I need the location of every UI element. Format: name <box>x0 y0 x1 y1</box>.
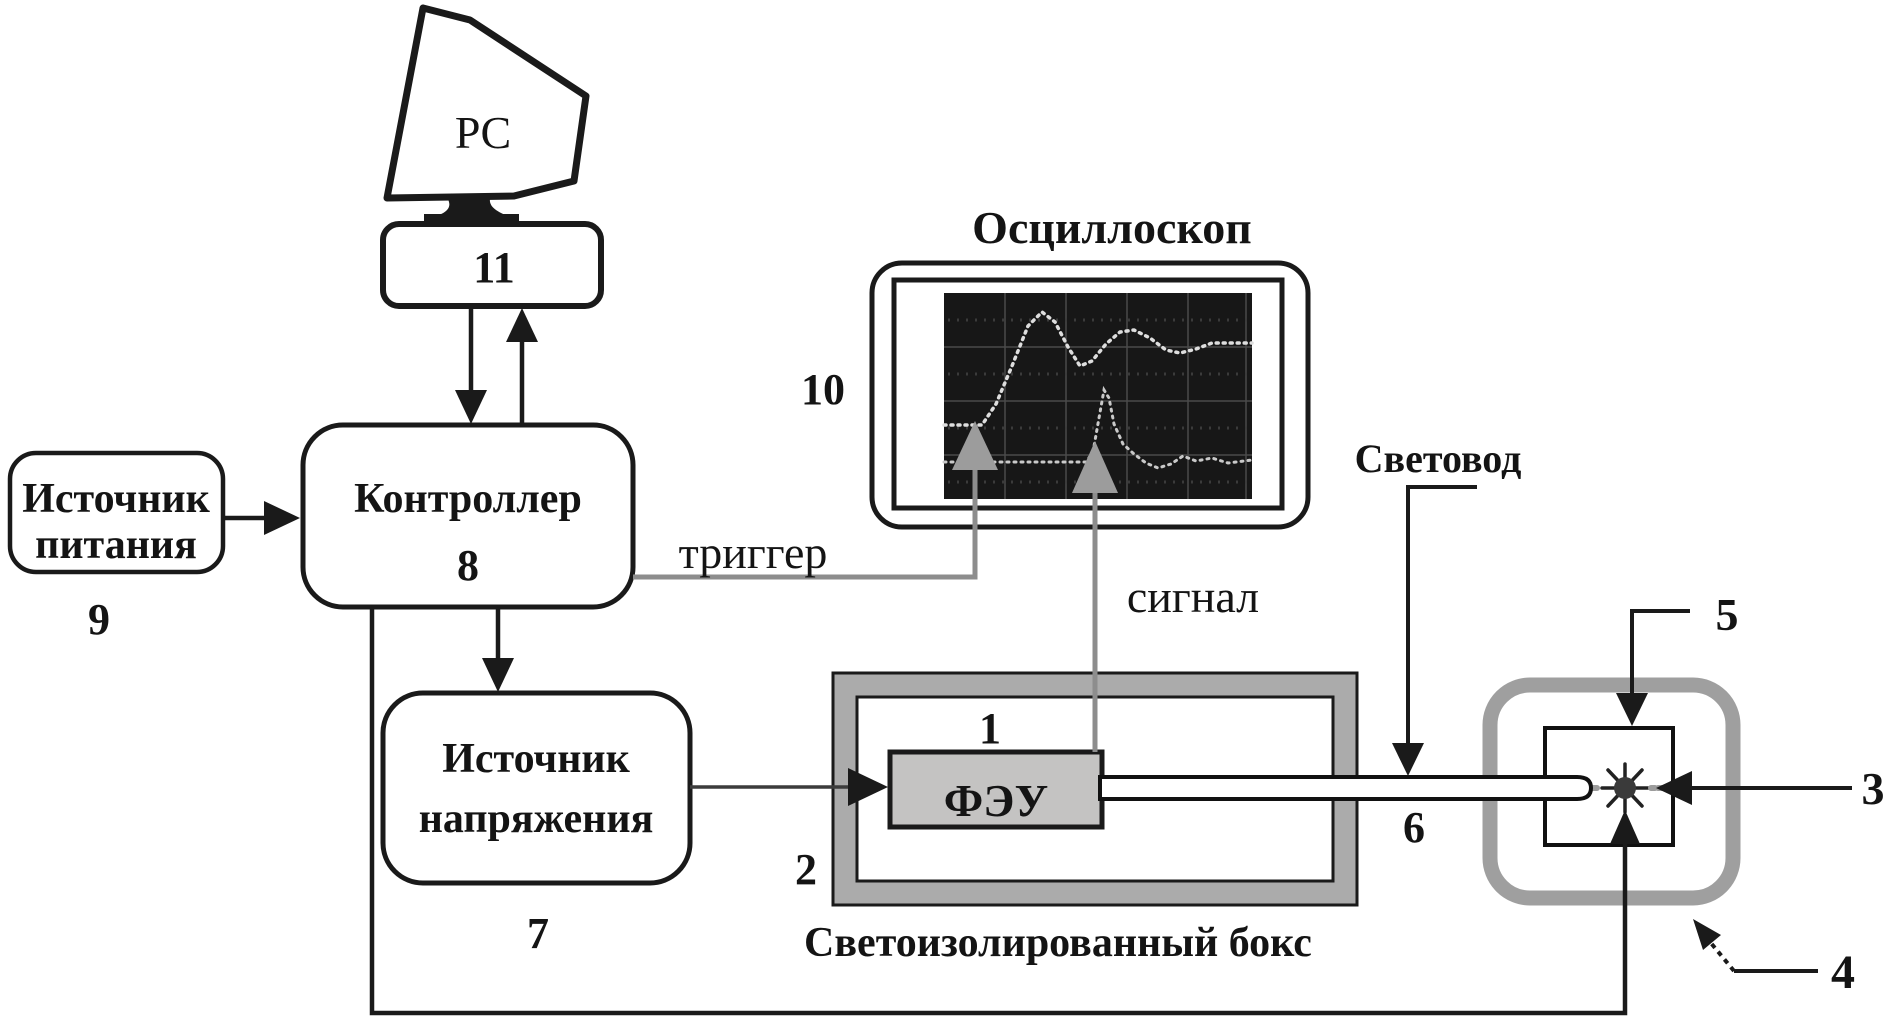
controller-to-voltage-wire <box>482 607 514 692</box>
signal-wire: сигнал <box>1072 441 1259 752</box>
voltage-source-block: Источник напряжения 7 <box>380 690 693 958</box>
arrow-up-icon <box>506 308 538 342</box>
light-guide-pointer: Световод <box>1355 436 1522 776</box>
pmt-label: ФЭУ <box>944 775 1048 826</box>
voltage-source-label-line1: Источник <box>442 736 630 782</box>
screen-trace-lower <box>942 385 1254 470</box>
interface-controller-wires <box>455 306 538 425</box>
light-box-label: Светоизолированный бокс <box>804 920 1312 966</box>
arrow-up-icon <box>1610 810 1640 844</box>
controller-label: Контроллер <box>354 476 582 522</box>
pc-label: PC <box>455 107 511 158</box>
voltage-source-number-label: 7 <box>527 909 549 958</box>
arrow-right-icon <box>264 501 300 535</box>
power-supply-block: Источник питания 9 <box>7 450 300 644</box>
oscilloscope-number-label: 10 <box>801 365 845 414</box>
light-guide-label: Световод <box>1355 436 1522 481</box>
pc-monitor-stand-base <box>424 214 519 223</box>
power-supply-label-line1: Источник <box>22 476 210 522</box>
power-supply-label-line2: питания <box>35 522 197 568</box>
chamber-pointer: 4 <box>1693 919 1855 999</box>
light-guide-number-label: 6 <box>1403 803 1425 852</box>
arrow-down-icon <box>455 390 487 424</box>
chamber-number-label: 4 <box>1831 946 1855 999</box>
light-guide-tube: 6 <box>1098 775 1594 852</box>
source-pointer: 3 <box>1656 763 1885 814</box>
trigger-wire: триггер <box>633 421 998 580</box>
arrow-down-icon <box>482 658 514 692</box>
arrow-left-icon <box>1656 771 1692 805</box>
window-pointer: 5 <box>1616 589 1739 726</box>
signal-label: сигнал <box>1127 571 1259 622</box>
trigger-label: триггер <box>679 527 828 578</box>
pc-monitor-stand <box>426 195 517 219</box>
oscilloscope: Осциллоскоп 10 <box>801 202 1311 530</box>
voltage-source-label-line2: напряжения <box>419 796 654 842</box>
pc-monitor-icon: PC <box>383 4 590 223</box>
arrow-down-icon <box>1616 693 1648 726</box>
controller-to-chamber-wire <box>369 607 1640 1016</box>
voltage-to-pmt-wire <box>690 768 888 806</box>
arrow-down-icon <box>1392 743 1424 776</box>
pmt-number-label: 1 <box>979 704 1001 753</box>
pc-monitor-outline <box>383 4 590 202</box>
signal-arrow-icon <box>1072 441 1118 493</box>
controller-number-label: 8 <box>457 541 479 590</box>
screen-trace-upper <box>942 309 1254 427</box>
pmt-block: ФЭУ 1 <box>887 704 1105 830</box>
light-box-number-label: 2 <box>795 845 817 894</box>
trigger-arrow-icon <box>952 421 998 470</box>
power-supply-number-label: 9 <box>88 595 110 644</box>
controller-block: Контроллер 8 <box>300 422 636 610</box>
arrow-right-icon <box>848 768 888 806</box>
source-number-label: 3 <box>1862 763 1885 814</box>
interface-block: 11 <box>380 221 604 309</box>
oscilloscope-label: Осциллоскоп <box>972 202 1252 253</box>
interface-number-label: 11 <box>473 243 515 292</box>
arrow-up-left-icon <box>1693 919 1721 950</box>
window-number-label: 5 <box>1716 589 1739 640</box>
